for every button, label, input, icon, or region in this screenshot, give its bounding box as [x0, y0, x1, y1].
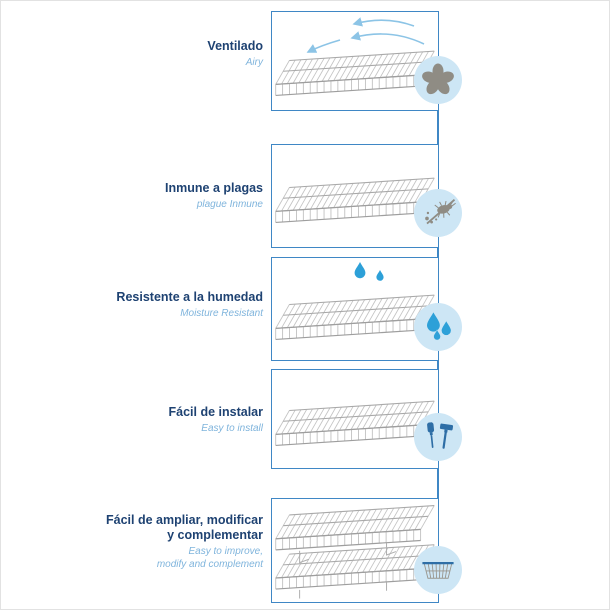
feature-subtitle: Airy	[245, 57, 263, 68]
instalar-badge	[414, 413, 462, 461]
wire-shelf-illustration	[275, 50, 435, 97]
airflow-arrows	[306, 17, 425, 53]
illustration-frame-instalar	[271, 369, 439, 469]
wire-shelf-illustration	[275, 177, 435, 224]
feature-text-humedad: Resistente a la humedad Moisture Resista…	[71, 290, 263, 320]
feature-text-plagas: Inmune a plagas plague Inmune	[71, 181, 263, 211]
feature-title: Fácil de instalar	[168, 405, 263, 419]
illustration-frame-ampliar	[271, 498, 439, 603]
plagas-badge	[414, 189, 462, 237]
humedad-badge	[414, 303, 462, 351]
wire-shelf-illustration	[275, 400, 435, 447]
feature-title: Resistente a la humedad	[116, 290, 263, 304]
double-wire-shelf-illustration	[275, 505, 435, 599]
ampliar-badge	[414, 546, 462, 594]
feature-title: Inmune a plagas	[165, 181, 263, 195]
feature-subtitle: Easy to install	[201, 423, 263, 434]
illustration-frame-humedad	[271, 257, 439, 361]
wire-shelf-illustration	[275, 294, 435, 341]
feature-text-ventilado: Ventilado Airy	[71, 39, 263, 69]
feature-text-ampliar: Fácil de ampliar, modificar y complement…	[71, 513, 263, 571]
water-drops-icon	[426, 310, 452, 341]
fan-icon	[422, 63, 454, 95]
feature-title: Fácil de ampliar, modificar y complement…	[105, 513, 263, 542]
ventilado-badge	[414, 56, 462, 104]
tools-icon	[427, 422, 454, 449]
feature-subtitle: Easy to improve, modify and complement	[156, 546, 263, 570]
illustration-frame-ventilado	[271, 11, 439, 111]
pest-icon	[425, 199, 456, 225]
feature-subtitle: Moisture Resistant	[180, 308, 263, 319]
basket-icon	[422, 561, 454, 579]
illustration-frame-plagas	[271, 144, 439, 248]
falling-drops	[354, 262, 384, 281]
feature-text-instalar: Fácil de instalar Easy to install	[71, 405, 263, 435]
feature-title: Ventilado	[207, 39, 263, 53]
feature-subtitle: plague Inmune	[196, 199, 263, 210]
